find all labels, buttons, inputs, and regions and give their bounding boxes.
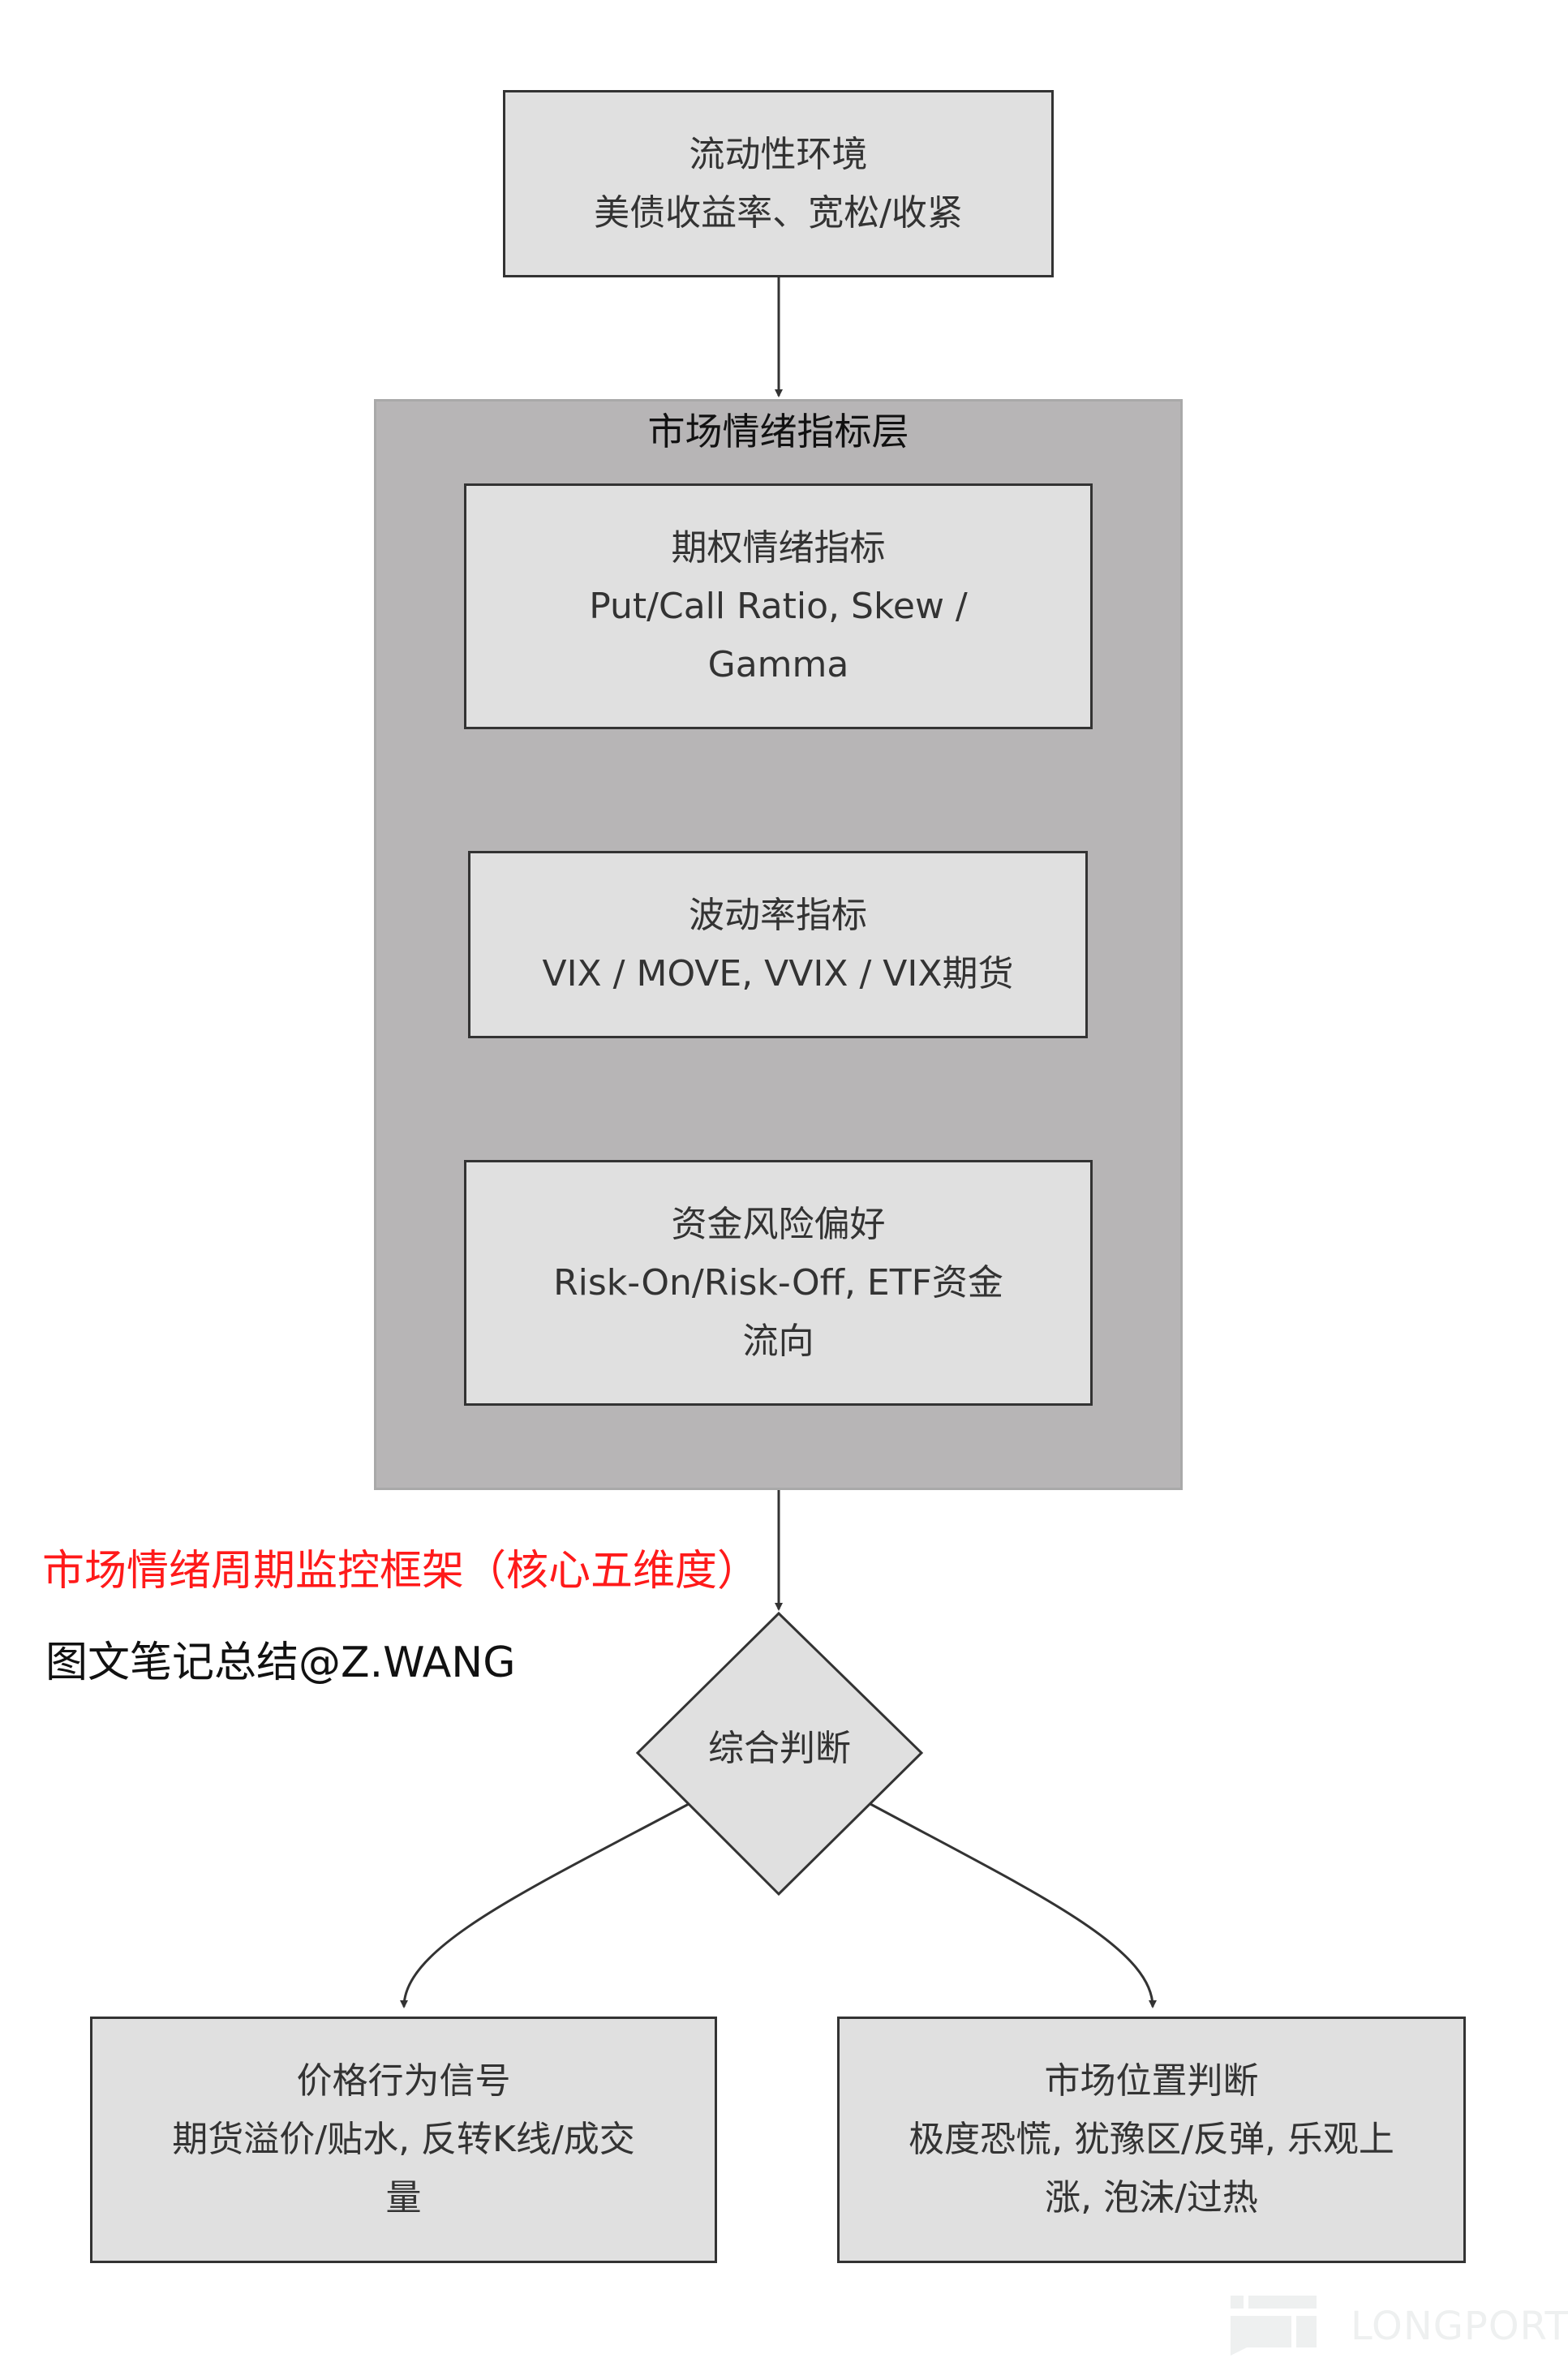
longport-logo-icon bbox=[1231, 2296, 1317, 2356]
caption-title: 市场情绪周期监控框架（核心五维度） bbox=[42, 1547, 760, 1596]
caption-author: 图文笔记总结@Z.WANG bbox=[45, 1639, 516, 1687]
node-detail: 极度恐慌, 犹豫区/反弹, 乐观上涨, 泡沫/过热 bbox=[909, 2119, 1394, 2219]
edge-judgement-to-position bbox=[870, 1802, 1157, 2008]
edge-judgement-to-price bbox=[400, 1802, 689, 2008]
node-title: 期权情绪指标 bbox=[671, 526, 886, 569]
node-risk: 资金风险偏好 Risk-On/Risk-Off, ETF资金流向 bbox=[464, 1160, 1093, 1406]
node-options: 期权情绪指标 Put/Call Ratio, Skew / Gamma bbox=[464, 483, 1093, 729]
node-title: 市场位置判断 bbox=[1044, 2060, 1259, 2102]
node-detail: 期货溢价/贴水, 反转K线/成交量 bbox=[172, 2119, 635, 2219]
node-detail: VIX / MOVE, VVIX / VIX期货 bbox=[542, 952, 1014, 994]
node-title: 波动率指标 bbox=[689, 894, 867, 936]
node-detail: Risk-On/Risk-Off, ETF资金流向 bbox=[553, 1261, 1003, 1362]
node-title: 价格行为信号 bbox=[296, 2060, 511, 2102]
node-detail: 美债收益率、宽松/收紧 bbox=[594, 191, 963, 234]
node-detail: Put/Call Ratio, Skew / Gamma bbox=[589, 585, 968, 685]
node-position: 市场位置判断 极度恐慌, 犹豫区/反弹, 乐观上涨, 泡沫/过热 bbox=[837, 2017, 1466, 2263]
node-liquidity: 流动性环境 美债收益率、宽松/收紧 bbox=[503, 90, 1054, 277]
watermark-text: LONGPORT bbox=[1351, 2304, 1568, 2349]
group-title: 市场情绪指标层 bbox=[647, 410, 909, 453]
node-title: 流动性环境 bbox=[689, 133, 868, 175]
node-price: 价格行为信号 期货溢价/贴水, 反转K线/成交量 bbox=[90, 2017, 717, 2263]
node-volatility: 波动率指标 VIX / MOVE, VVIX / VIX期货 bbox=[468, 851, 1088, 1038]
node-judgement-label: 综合判断 bbox=[708, 1728, 851, 1769]
judgement-diamond bbox=[635, 1611, 924, 1896]
watermark: LONGPORT bbox=[1231, 2296, 1568, 2357]
node-title: 资金风险偏好 bbox=[671, 1203, 886, 1245]
